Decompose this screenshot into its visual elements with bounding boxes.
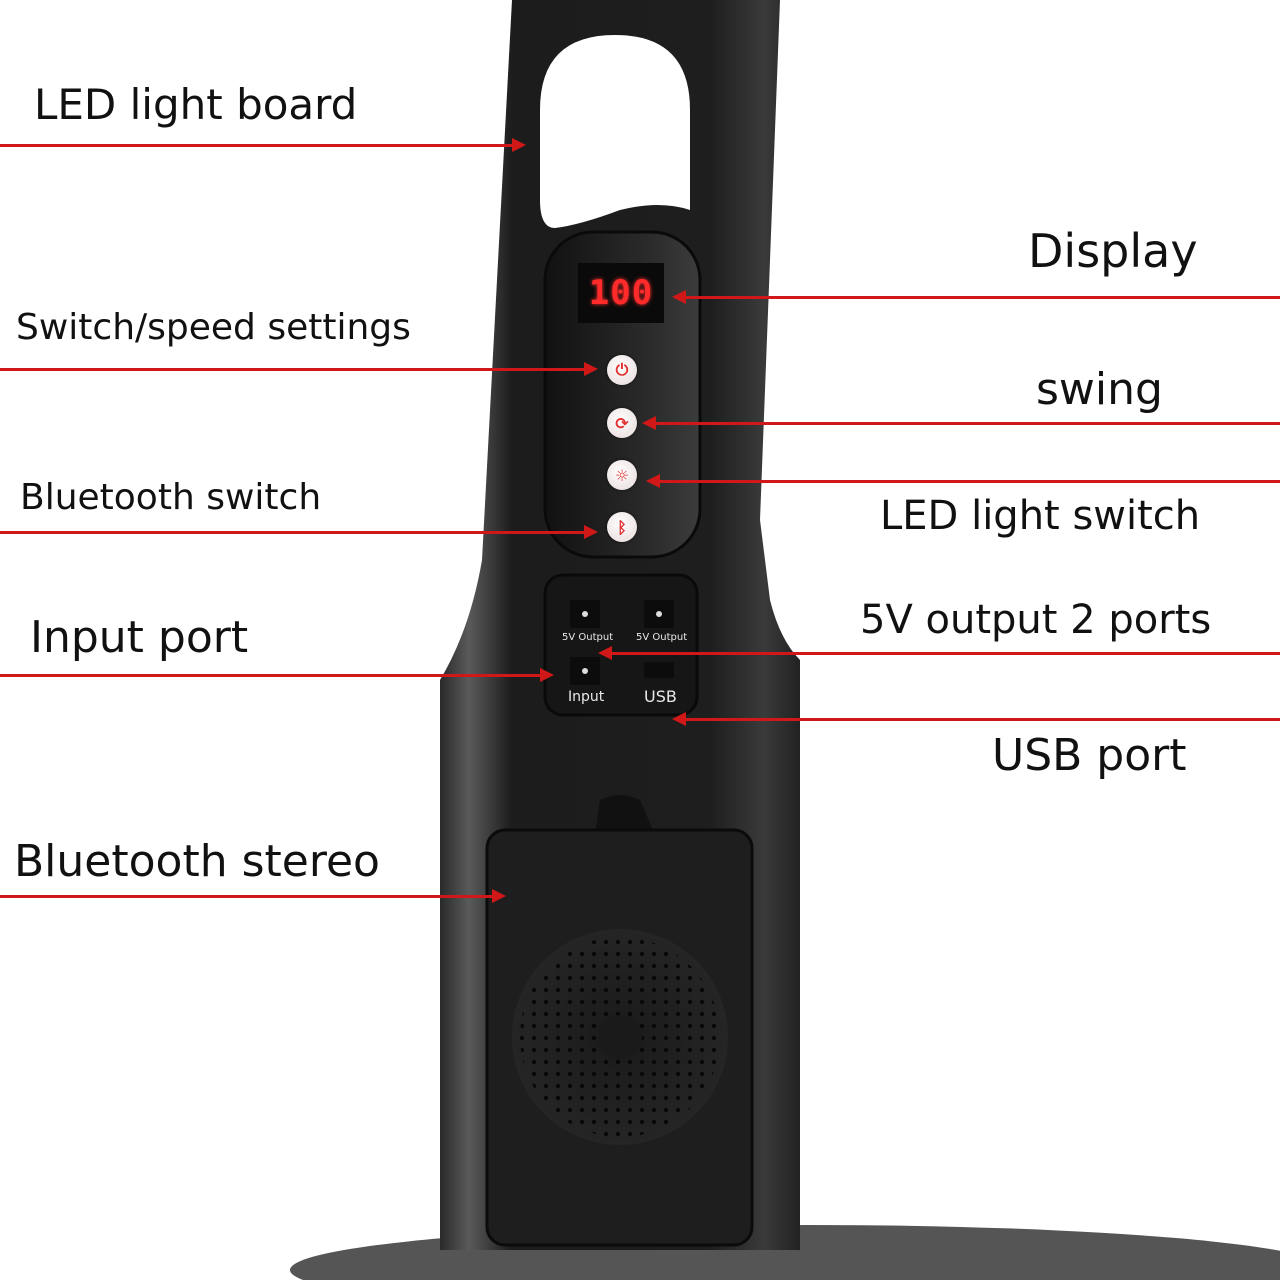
arrow-input-port [0,674,540,677]
usb-port [644,662,674,678]
swing-button[interactable]: ⟳ [607,408,637,438]
arrowhead-icon [672,290,686,304]
arrowhead-icon [598,646,612,660]
label-output-ports: 5V output 2 ports [860,597,1212,643]
arrowhead-icon [584,362,598,376]
swing-icon: ⟳ [615,413,629,433]
label-display: Display [1028,224,1198,278]
arrowhead-icon [540,668,554,682]
arrow-led-light-board [0,144,512,147]
arrow-swing [656,422,1280,425]
digital-display: 100 [578,263,664,323]
bluetooth-button[interactable]: ᛒ [607,512,637,542]
bluetooth-icon: ᛒ [617,517,627,537]
label-bluetooth-stereo: Bluetooth stereo [14,836,380,887]
power-icon: ⏻ [615,360,629,379]
led-light-button[interactable]: ☼ [607,460,637,490]
arrowhead-icon [584,525,598,539]
arrow-bluetooth-stereo [0,895,492,898]
port-label-output-1: 5V Output [562,632,614,643]
port-label-input: Input [568,689,605,705]
lightbulb-icon: ☼ [614,465,630,485]
arrow-output-ports [612,652,1280,655]
arrowhead-icon [512,138,526,152]
arrowhead-icon [672,712,686,726]
arrow-bluetooth-switch [0,531,584,534]
arrow-display [686,296,1280,299]
port-label-usb: USB [644,687,677,706]
label-usb-port: USB port [992,730,1187,781]
label-input-port: Input port [30,612,249,663]
output-port-2 [644,600,674,628]
label-led-light-switch: LED light switch [880,493,1201,539]
output-port-1 [570,600,600,628]
input-port [570,657,600,685]
label-swing: swing [1036,364,1163,415]
label-switch-speed: Switch/speed settings [16,307,411,348]
arrow-switch-speed [0,368,584,371]
arrowhead-icon [646,474,660,488]
arrowhead-icon [492,889,506,903]
label-led-light-board: LED light board [34,80,358,129]
power-button[interactable]: ⏻ [607,355,637,385]
arrowhead-icon [642,416,656,430]
port-label-output-2: 5V Output [636,632,688,643]
arrow-led-light-switch [660,480,1280,483]
arrow-usb-port [686,718,1280,721]
display-value: 100 [588,273,654,313]
label-bluetooth-switch: Bluetooth switch [20,477,322,518]
